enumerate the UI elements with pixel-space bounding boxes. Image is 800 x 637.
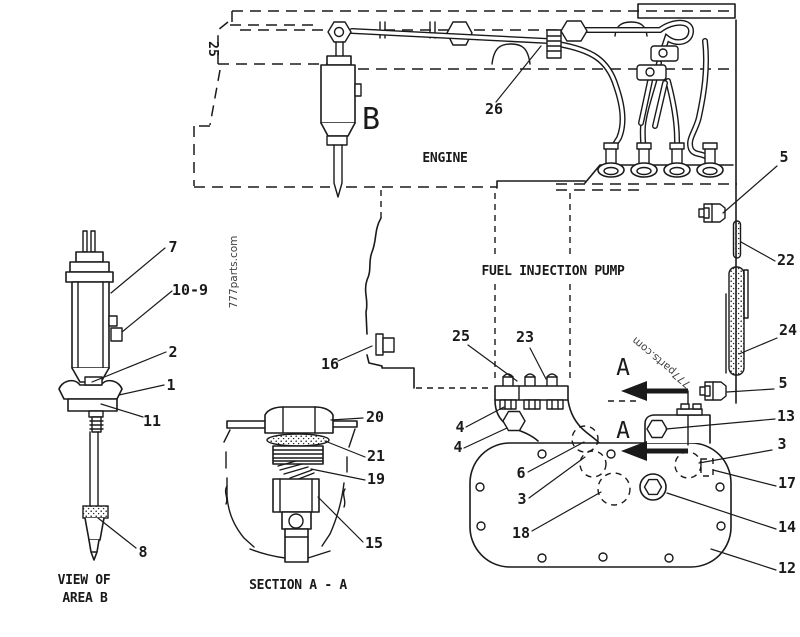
valve-spring (277, 460, 315, 481)
section-caption: SECTION A - A (249, 578, 347, 593)
callout-11: 11 (143, 412, 161, 430)
section-a-lower-marker: A (616, 418, 630, 444)
watermark-left: 777parts.com (228, 236, 240, 309)
seal-strip-24 (728, 266, 745, 376)
area-b-marker: B (362, 102, 380, 137)
engine-label: ENGINE (422, 151, 467, 166)
valve-washer (266, 433, 330, 447)
callout-23: 23 (516, 328, 534, 346)
callout-24: 24 (779, 321, 797, 339)
callout-8: 8 (138, 543, 147, 561)
bolt-5-lower (699, 381, 727, 401)
manifold-block (494, 373, 569, 410)
fuel-lines (352, 21, 710, 162)
injector-flange (696, 142, 724, 178)
fitting-16 (375, 333, 395, 356)
bolt-4-hex (502, 410, 526, 432)
section-a-upper-marker: A (616, 355, 630, 381)
callout-5a: 5 (779, 148, 788, 166)
callout-14: 14 (778, 518, 796, 536)
callout-6: 6 (516, 464, 525, 482)
callout-15: 15 (365, 534, 383, 552)
pump-boundary (364, 190, 641, 402)
callout-18: 18 (512, 524, 530, 542)
fitting-hex-boss (560, 20, 588, 42)
callout-7: 7 (168, 238, 177, 256)
injector-b (320, 21, 362, 198)
callout-25: 25 (452, 327, 470, 345)
callout-21: 21 (367, 447, 385, 465)
watermark-right: 777parts.com (630, 334, 693, 390)
right-side-parts (698, 203, 749, 401)
callout-22: 22 (777, 251, 795, 269)
callout-26: 26 (485, 100, 503, 118)
cover-plate-12 (469, 442, 732, 568)
injector-flange (597, 142, 625, 178)
callout-19: 19 (367, 470, 385, 488)
callout-16: 16 (321, 355, 339, 373)
callout-12: 12 (778, 559, 796, 577)
section-a-a-valve (223, 406, 358, 563)
callout-2: 2 (168, 343, 177, 361)
seal-strip-22 (732, 220, 742, 259)
bolt-5-upper (698, 203, 726, 223)
fuel-line-clamp-26 (546, 29, 562, 59)
injector-view-area-b (58, 230, 123, 561)
casting-stamp: 25 (205, 41, 220, 57)
injector-flange (663, 142, 691, 178)
callout-4a: 4 (455, 418, 464, 436)
view-caption-line1: VIEW OF (58, 573, 111, 588)
injector-flanges (597, 142, 724, 178)
callout-20: 20 (366, 408, 384, 426)
section-arrow-lower (621, 441, 688, 461)
line-clamp-block (636, 45, 679, 81)
injector-flange (630, 142, 658, 178)
section-arrow-upper (621, 381, 688, 401)
leader-lines (91, 45, 778, 571)
callout-numbers: 7 10-9 2 1 11 8 16 20 21 19 15 26 25 23 … (138, 100, 797, 577)
pump-label: FUEL INJECTION PUMP (481, 264, 624, 279)
plug-14 (639, 473, 667, 501)
callout-3b: 3 (777, 435, 786, 453)
callout-10-9: 10-9 (172, 281, 208, 299)
valve-hex-head (264, 406, 334, 434)
callout-3a: 3 (517, 490, 526, 508)
pump-assembly (469, 373, 732, 568)
view-caption-line2: AREA B (62, 591, 108, 606)
callout-1: 1 (166, 376, 175, 394)
callout-5b: 5 (778, 374, 787, 392)
callout-13: 13 (777, 407, 795, 425)
cover-plate-holes (475, 449, 726, 563)
bracket-13 (644, 390, 711, 446)
callout-4b: 4 (453, 438, 462, 456)
callout-17: 17 (778, 474, 796, 492)
